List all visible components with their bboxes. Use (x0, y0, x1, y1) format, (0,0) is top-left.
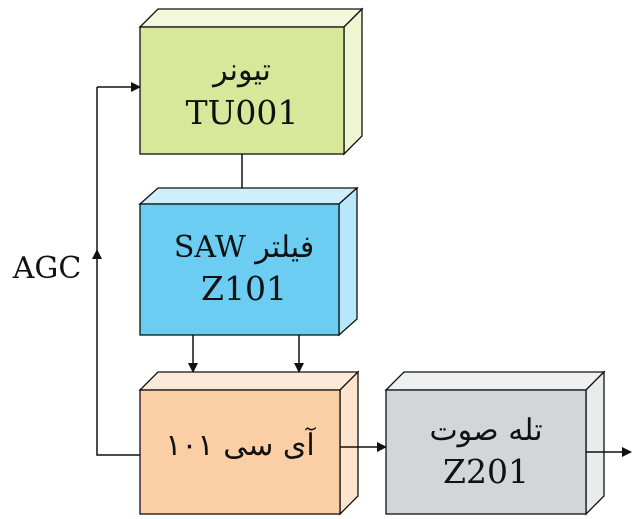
tuner-block-side (343, 7, 363, 156)
saw-filter-label: فیلتر SAW (174, 230, 314, 265)
ic-101-block: آی سی ۱۰۱ (138, 370, 360, 516)
saw-filter-block: فیلتر SAW Z101 (138, 186, 359, 337)
ic-101-label: آی سی ۱۰۱ (165, 426, 316, 463)
tuner-part-number: TU001 (186, 93, 299, 132)
tuner-label: تیونر (211, 53, 271, 88)
saw-filter-part-number: Z101 (201, 269, 287, 308)
sound-trap-block-side (585, 370, 605, 516)
tuner-block-top (138, 8, 364, 28)
sound-trap-block: تله صوت Z201 (384, 370, 606, 516)
saw-filter-block-side (338, 186, 358, 337)
ic-101-block-front (139, 389, 341, 515)
saw-filter-block-top (138, 187, 359, 205)
saw-filter-block-front (139, 203, 340, 336)
sound-trap-block-front (385, 389, 587, 515)
sound-trap-part-number: Z201 (443, 452, 529, 491)
ic-101-block-top (138, 371, 360, 391)
tuner-block: تیونر TU001 (138, 7, 364, 156)
agc-feedback-path (96, 275, 140, 456)
sound-trap-block-top (384, 371, 606, 391)
ic-101-block-side (339, 370, 359, 516)
sound-trap-label: تله صوت (429, 413, 542, 448)
tuner-block-front (139, 26, 345, 155)
agc-label: AGC (12, 251, 82, 286)
